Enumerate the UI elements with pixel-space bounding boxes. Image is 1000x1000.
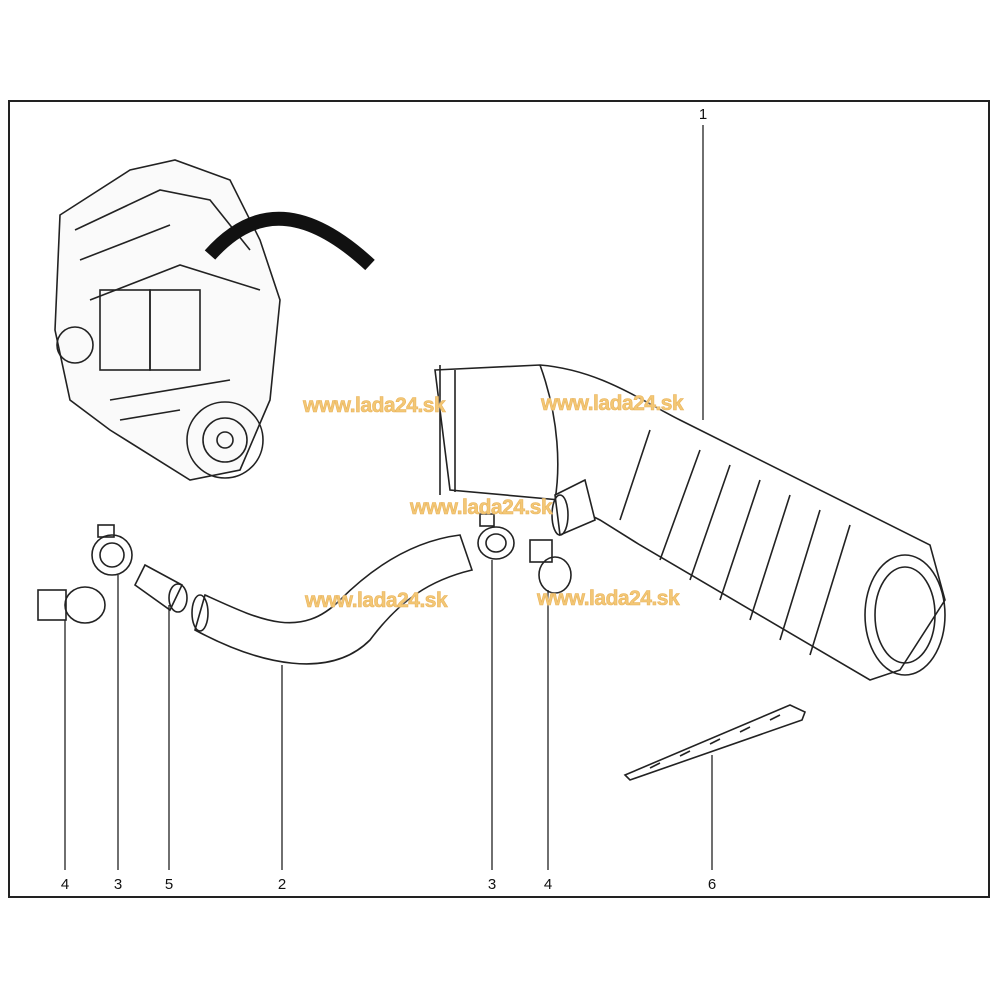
engine-illustration	[54, 159, 375, 481]
leader-lines	[64, 125, 713, 870]
part-3-clamp-right	[477, 513, 515, 560]
watermark: www.lada24.sk	[305, 589, 448, 613]
callout-2: 2	[277, 876, 287, 893]
part-1-air-intake-duct	[434, 364, 946, 681]
watermark: www.lada24.sk	[303, 394, 446, 418]
diagram-frame	[8, 100, 990, 898]
callout-3-right: 3	[487, 876, 497, 893]
part-6-cable-tie	[623, 704, 807, 781]
watermark: www.lada24.sk	[410, 496, 553, 520]
part-5-sleeve	[133, 563, 188, 613]
callout-4-right: 4	[543, 876, 553, 893]
callout-4-left: 4	[60, 876, 70, 893]
part-4-clamp-left	[37, 586, 106, 624]
callout-6: 6	[707, 876, 717, 893]
part-2-hose	[191, 534, 474, 665]
part-4-clamp-right	[529, 539, 572, 594]
part-3-clamp-left	[91, 524, 133, 576]
callout-5: 5	[164, 876, 174, 893]
watermark: www.lada24.sk	[541, 392, 684, 416]
watermark: www.lada24.sk	[537, 587, 680, 611]
callout-3-left: 3	[113, 876, 123, 893]
callout-1: 1	[698, 106, 708, 123]
